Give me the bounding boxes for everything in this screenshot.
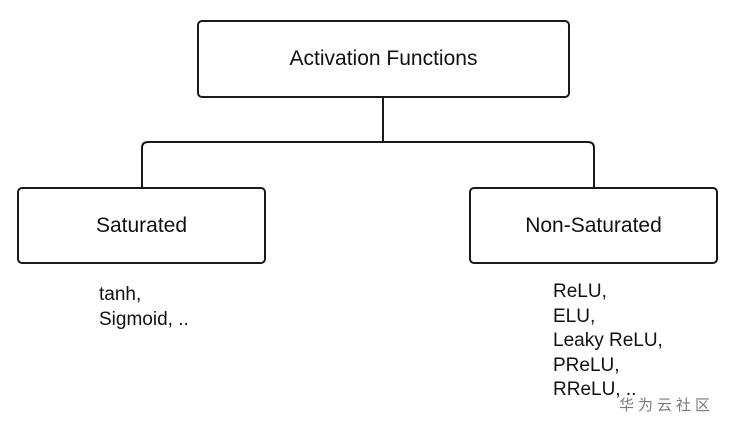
root-node-box: Activation Functions: [197, 20, 570, 98]
root-node-label: Activation Functions: [289, 47, 478, 70]
saturated-node-box: Saturated: [17, 187, 266, 264]
nonsaturated-branch-connector: [383, 141, 595, 187]
nonsaturated-example-item: PReLU,: [553, 354, 620, 376]
saturated-node-label: Saturated: [95, 213, 188, 237]
watermark-text: 华为云社区: [619, 396, 715, 414]
nonsaturated-examples-list: ReLU, ELU, Leaky ReLU, PReLU, RReLU, ..: [553, 280, 663, 403]
saturated-examples-list: tanh, Sigmoid, ..: [99, 283, 189, 332]
nonsaturated-example-item: RReLU, ..: [553, 379, 637, 400]
nonsaturated-node-label: Non-Saturated: [525, 213, 662, 237]
saturated-branch-connector: [141, 141, 383, 187]
nonsaturated-example-item: Leaky ReLU,: [553, 330, 663, 351]
saturated-example-item: Sigmoid, ..: [99, 308, 189, 330]
nonsaturated-example-item: ELU,: [553, 305, 596, 327]
saturated-example-item: tanh,: [99, 284, 142, 305]
nonsaturated-example-item: ReLU,: [553, 281, 607, 302]
nonsaturated-node-box: Non-Saturated: [469, 187, 718, 264]
